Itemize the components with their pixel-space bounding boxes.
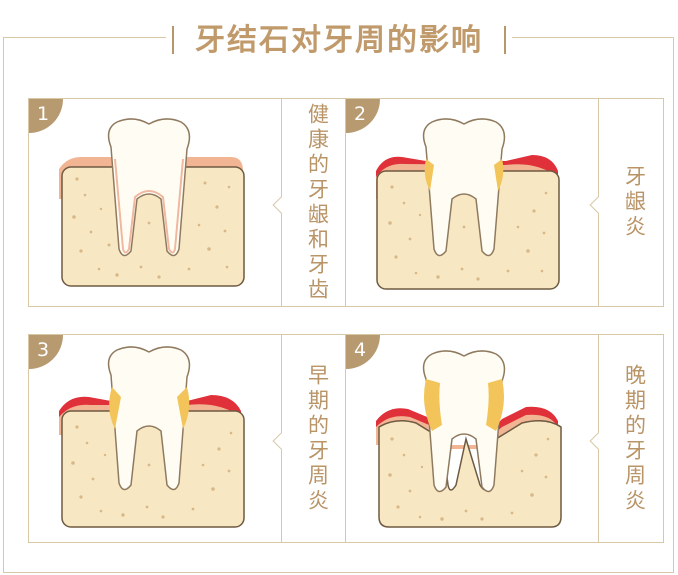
panel-label: 健康的牙龈和牙齿: [305, 102, 330, 303]
tartar-left: [424, 159, 434, 191]
panel-label: 早期的牙周炎: [305, 363, 330, 514]
bone-dots: [71, 425, 233, 519]
bone-dots: [388, 437, 550, 521]
bone-dots: [72, 177, 231, 279]
bone-dots: [388, 185, 548, 281]
gingivitis-tooth-illustration: [376, 118, 560, 290]
bone: [378, 420, 562, 528]
panel-label: 牙龈炎: [622, 165, 647, 240]
tartar-right: [486, 379, 504, 431]
healthy-tooth-illustration: [59, 118, 245, 287]
tooth: [422, 118, 506, 257]
panel-late-periodontitis: 4 晚期的牙周炎: [345, 334, 664, 543]
title-block: 牙结石对牙周的影响: [166, 14, 512, 60]
bone: [61, 410, 245, 528]
tartar-right: [177, 387, 190, 429]
panel-label: 晚期的牙周炎: [622, 363, 647, 514]
panel-healthy: 1 健康的牙龈和牙齿: [28, 98, 347, 307]
panel-number-badge: 4: [346, 335, 380, 369]
panel-early-periodontitis: 3 早期的牙周炎: [28, 334, 347, 543]
panel-number-badge: 2: [346, 99, 380, 133]
panel-gingivitis: 2 牙龈炎: [345, 98, 664, 307]
tooth: [107, 346, 191, 491]
tartar-left: [424, 379, 442, 431]
tooth-root-line: [114, 158, 184, 254]
early-periodontitis-tooth-illustration: [59, 346, 245, 528]
tooth: [107, 118, 191, 257]
tartar-right: [494, 159, 504, 191]
title-bar-left: [172, 26, 174, 54]
late-periodontitis-tooth-illustration: [376, 350, 562, 528]
tartar-left: [109, 387, 121, 429]
title-bar-right: [504, 26, 506, 54]
page-title: 牙结石对牙周的影响: [195, 23, 483, 58]
tooth: [422, 350, 506, 493]
